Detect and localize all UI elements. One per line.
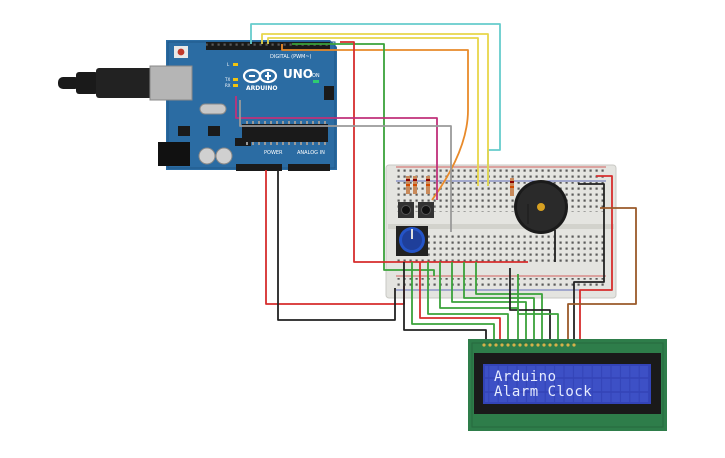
power-header[interactable] (236, 164, 282, 171)
resistor[interactable] (510, 178, 514, 196)
wire-red-lcd[interactable] (419, 262, 501, 340)
wire-black-lcd[interactable] (403, 262, 487, 340)
wires (235, 23, 637, 340)
wire-black-2[interactable] (509, 268, 551, 340)
push-button[interactable] (398, 202, 414, 218)
led-on-indicator (313, 80, 319, 83)
wire-orange[interactable] (281, 44, 469, 201)
power-header-label: POWER (264, 150, 283, 156)
led-rx-indicator (233, 84, 238, 87)
wire-gray[interactable] (239, 100, 452, 232)
wire-green-5[interactable] (463, 262, 535, 340)
resistor[interactable] (426, 176, 430, 194)
on-led-label: ON (312, 73, 320, 79)
wire-green-3[interactable] (439, 262, 519, 340)
analog-header-label: ANALOG IN (297, 150, 325, 156)
arduino-uno-board[interactable] (149, 40, 337, 171)
wire-green-2[interactable] (427, 262, 509, 340)
wire-yellow[interactable] (261, 33, 489, 186)
wire-magenta[interactable] (235, 96, 438, 200)
tx-led-label: TX (225, 77, 231, 82)
resistor[interactable] (406, 176, 410, 194)
led-l-indicator (233, 63, 238, 66)
wire-green-4[interactable] (451, 262, 527, 340)
rx-led-label: RX (225, 83, 231, 88)
wire-red-rail[interactable] (579, 175, 613, 340)
board-brand-label: ARDUINO (246, 85, 278, 92)
wire-yellow-2[interactable] (267, 37, 479, 186)
wire-red-vcc[interactable] (340, 41, 528, 263)
wire-brown[interactable] (567, 207, 637, 340)
push-button[interactable] (418, 202, 434, 218)
led-tx-indicator (233, 78, 238, 81)
wire-green-6[interactable] (475, 262, 543, 340)
lcd-line-1: Arduino (494, 369, 557, 385)
board-model-label: UNO (283, 67, 313, 81)
piezo-buzzer[interactable] (514, 180, 568, 234)
power-jack (158, 142, 190, 166)
arduino-logo-icon (242, 68, 278, 84)
wire-green-1[interactable] (411, 262, 495, 340)
resistor[interactable] (413, 176, 417, 194)
atmega-chip (242, 124, 328, 142)
lcd-line-2: Alarm Clock (494, 384, 593, 400)
wire-black-rail[interactable] (573, 183, 605, 340)
lcd-module[interactable] (468, 339, 667, 431)
wire-black-gnd[interactable] (277, 170, 396, 321)
usb-port (149, 65, 193, 101)
analog-header[interactable] (288, 164, 330, 171)
potentiometer[interactable] (396, 226, 428, 256)
l-led-label: L (227, 62, 230, 67)
wire-green-7[interactable] (517, 274, 559, 340)
digital-header-label: DIGITAL (PWM~) (270, 54, 312, 60)
